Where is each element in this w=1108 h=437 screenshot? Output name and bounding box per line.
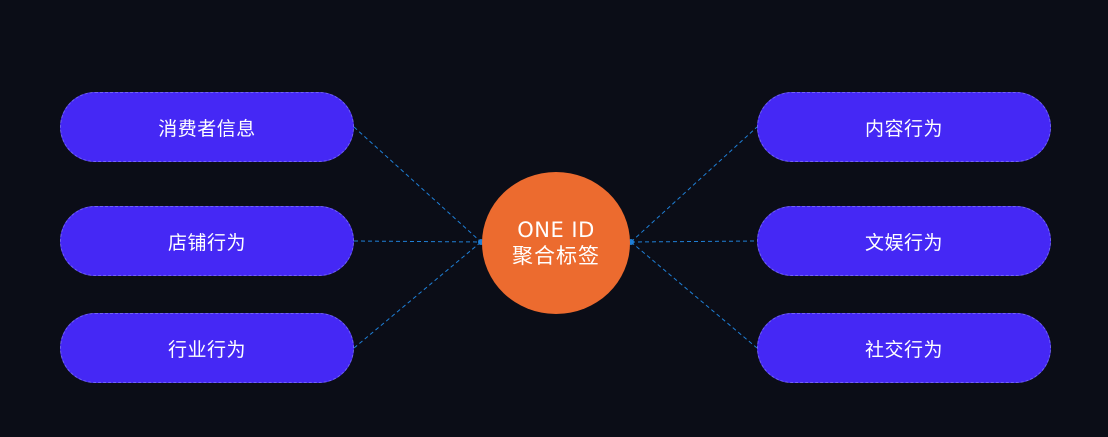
node-label: 文娱行为 xyxy=(864,231,943,254)
connector-right-3 xyxy=(630,241,758,349)
connector-left-2 xyxy=(353,240,482,243)
node-label: 社交行为 xyxy=(864,338,943,361)
center-title: ONE ID xyxy=(517,218,595,242)
node-consumer-info: 消费者信息 xyxy=(60,92,354,162)
connector-left-1 xyxy=(353,126,482,243)
connector-right-2 xyxy=(630,240,758,243)
node-entertainment-behavior: 文娱行为 xyxy=(757,206,1051,276)
node-store-behavior: 店铺行为 xyxy=(60,206,354,276)
node-label: 内容行为 xyxy=(864,117,943,140)
connector-right-1 xyxy=(630,126,758,243)
node-label: 店铺行为 xyxy=(167,231,246,254)
node-label: 消费者信息 xyxy=(158,117,256,140)
node-content-behavior: 内容行为 xyxy=(757,92,1051,162)
connector-left-3 xyxy=(353,241,482,349)
node-industry-behavior: 行业行为 xyxy=(60,313,354,383)
node-social-behavior: 社交行为 xyxy=(757,313,1051,383)
center-subtitle: 聚合标签 xyxy=(512,244,600,268)
center-node-one-id: ONE ID 聚合标签 xyxy=(482,172,630,314)
node-label: 行业行为 xyxy=(167,338,246,361)
